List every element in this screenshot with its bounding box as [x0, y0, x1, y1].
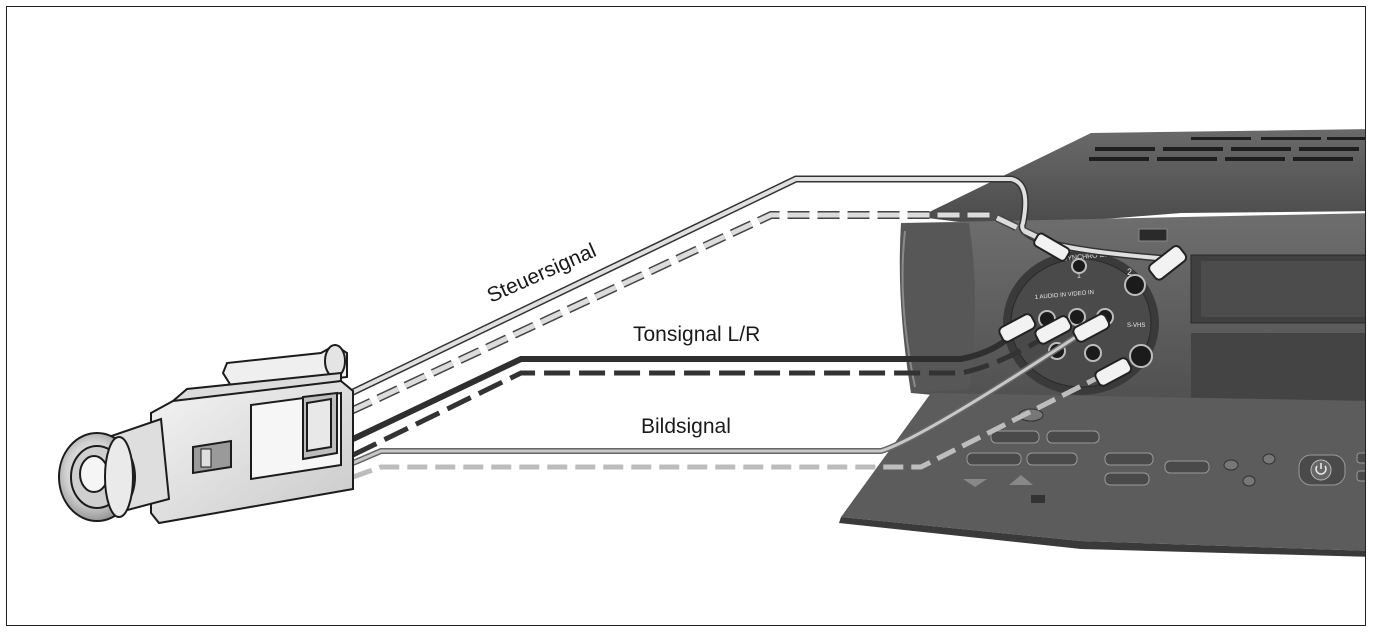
flap-arrow	[963, 479, 987, 487]
figure-frame: SYNCHRO EDIT 1 2 1 AUDIO IN VIDEO IN S-V…	[6, 6, 1366, 626]
synchro-port-2-label: 2	[1127, 267, 1132, 277]
panel-jacks	[1038, 258, 1153, 368]
synchro-port-1-label: 1	[1077, 273, 1081, 280]
flap-button[interactable]	[1242, 475, 1256, 487]
flap-button[interactable]	[1104, 452, 1154, 466]
av-in-label: 1 AUDIO IN VIDEO IN	[1035, 290, 1095, 301]
connection-diagram: SYNCHRO EDIT 1 2 1 AUDIO IN VIDEO IN S-V…	[58, 129, 1366, 557]
flap-arrow	[1009, 475, 1033, 485]
indicator-window	[1138, 228, 1168, 242]
flap-button[interactable]	[1046, 430, 1100, 444]
audio-signal-label: Tonsignal L/R	[633, 323, 760, 346]
camcorder-front-window	[192, 439, 232, 475]
flap-button[interactable]	[1356, 452, 1366, 464]
control-signal-dashed-cable	[349, 211, 1043, 415]
vcr-left-cap	[899, 223, 975, 393]
control-flap	[841, 393, 1365, 551]
flap-marker	[1031, 495, 1045, 503]
video-signal-cable	[351, 324, 1093, 466]
power-button[interactable]	[1298, 454, 1346, 486]
control-signal-label: Steuersignal	[484, 239, 600, 307]
control-signal-cable	[349, 175, 1172, 397]
flap-button[interactable]	[1262, 453, 1276, 465]
video-signal-label: Bildsignal	[641, 415, 731, 438]
camcorder	[58, 343, 354, 525]
flap-button[interactable]	[1026, 452, 1078, 466]
power-icon	[1315, 463, 1327, 475]
flap-buttons	[963, 408, 1366, 503]
s-vhs-label: S-VHS	[1127, 323, 1145, 329]
flap-button[interactable]	[1104, 472, 1150, 486]
vcr-top-surface	[919, 129, 1365, 227]
flap-button[interactable]	[990, 430, 1040, 444]
flap-button[interactable]	[1223, 459, 1239, 471]
flap-button[interactable]	[1356, 470, 1366, 482]
video-recorder: SYNCHRO EDIT 1 2 1 AUDIO IN VIDEO IN S-V…	[839, 129, 1366, 557]
video-signal-dashed-cable	[352, 368, 1113, 480]
vent-slots	[1089, 137, 1365, 161]
flap-button[interactable]	[966, 452, 1022, 466]
cable-plugs	[998, 232, 1188, 387]
flap-button[interactable]	[1164, 460, 1210, 474]
